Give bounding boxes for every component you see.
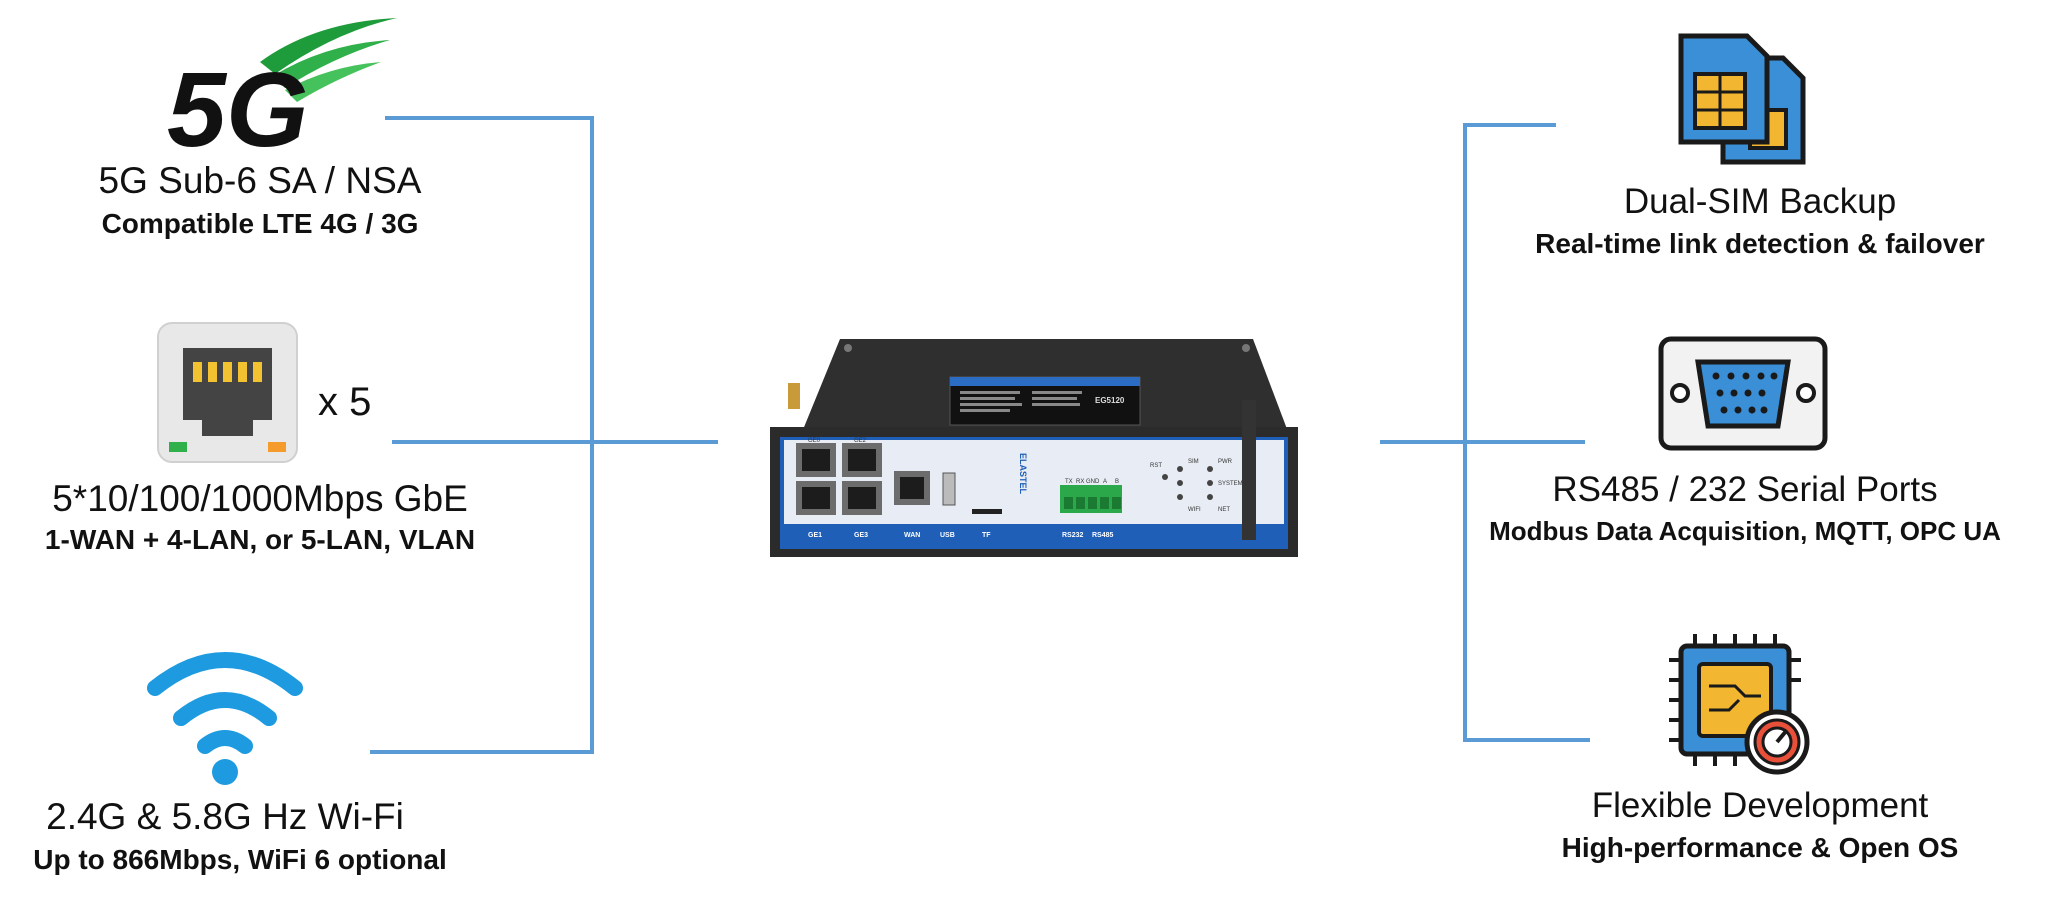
port-label: GE3 (854, 532, 868, 539)
device-brand: ELASTEL (1018, 453, 1028, 495)
feature-dual-sim: Dual-SIM Backup Real-time link detection… (1480, 0, 2040, 270)
feature-development: Flexible Development High-performance & … (1480, 630, 2040, 890)
feature-subtitle: 1-WAN + 4-LAN, or 5-LAN, VLAN (44, 524, 476, 555)
usb-port (942, 472, 956, 506)
feature-ethernet: x 5 5*10/100/1000Mbps GbE 1-WAN + 4-LAN,… (0, 310, 520, 560)
5g-logo-icon: 5G (167, 18, 397, 150)
port-label: GE1 (808, 532, 822, 539)
feature-subtitle: Compatible LTE 4G / 3G (101, 208, 419, 239)
feature-subtitle: Real-time link detection & failover (1535, 228, 1985, 259)
serial-port-icon (1658, 336, 1828, 451)
terminal-label: B (1115, 479, 1119, 485)
ethernet-port-icon (157, 322, 298, 463)
led-label: NET (1218, 507, 1230, 513)
feature-title: 2.4G & 5.8G Hz Wi-Fi (46, 796, 404, 837)
terminal-label: RX (1076, 479, 1084, 485)
feature-serial: RS485 / 232 Serial Ports Modbus Data Acq… (1480, 330, 2048, 580)
feature-subtitle: Modbus Data Acquisition, MQTT, OPC UA (1489, 516, 2001, 546)
feature-5g: 5G 5G Sub-6 SA / NSA Compatible LTE 4G /… (0, 0, 520, 250)
port-label: RS485 (1092, 532, 1114, 539)
sim-card-icon (1678, 33, 1806, 165)
processor-icon (1669, 634, 1810, 775)
device-model: EG5120 (1095, 396, 1125, 405)
feature-wifi: 2.4G & 5.8G Hz Wi-Fi Up to 866Mbps, WiFi… (0, 640, 520, 890)
tf-slot (972, 509, 1002, 514)
port-label: GE0 (808, 438, 821, 444)
router-device: EG5120 ELASTEL GE1 GE3 WAN USB TF RS232 … (770, 339, 1298, 557)
led-label: SIM (1188, 459, 1199, 465)
status-leds (1162, 466, 1213, 500)
led-label: WIFI (1188, 507, 1201, 513)
ethernet-count: x 5 (318, 380, 372, 424)
wifi-icon (147, 652, 303, 785)
5g-logo-text: 5G (167, 51, 308, 150)
port-label: RST (1150, 463, 1162, 469)
terminal-label: TX (1065, 479, 1073, 485)
feature-title: 5G Sub-6 SA / NSA (98, 160, 422, 201)
led-label: PWR (1218, 459, 1233, 465)
feature-title: Flexible Development (1591, 786, 1929, 825)
port-label: WAN (904, 532, 920, 539)
feature-title: 5*10/100/1000Mbps GbE (52, 478, 468, 519)
feature-subtitle: Up to 866Mbps, WiFi 6 optional (33, 844, 447, 875)
terminal-label: A (1103, 479, 1107, 485)
feature-title: Dual-SIM Backup (1623, 182, 1897, 221)
feature-subtitle: High-performance & Open OS (1561, 832, 1959, 863)
port-label: USB (940, 532, 955, 539)
port-label: TF (982, 532, 991, 539)
terminal-label: GND (1086, 479, 1100, 485)
led-label: SYSTEM (1218, 481, 1243, 487)
port-label: GE2 (854, 438, 867, 444)
rj45-ports (796, 443, 930, 515)
port-label: RS232 (1062, 532, 1084, 539)
feature-title: RS485 / 232 Serial Ports (1552, 470, 1938, 509)
